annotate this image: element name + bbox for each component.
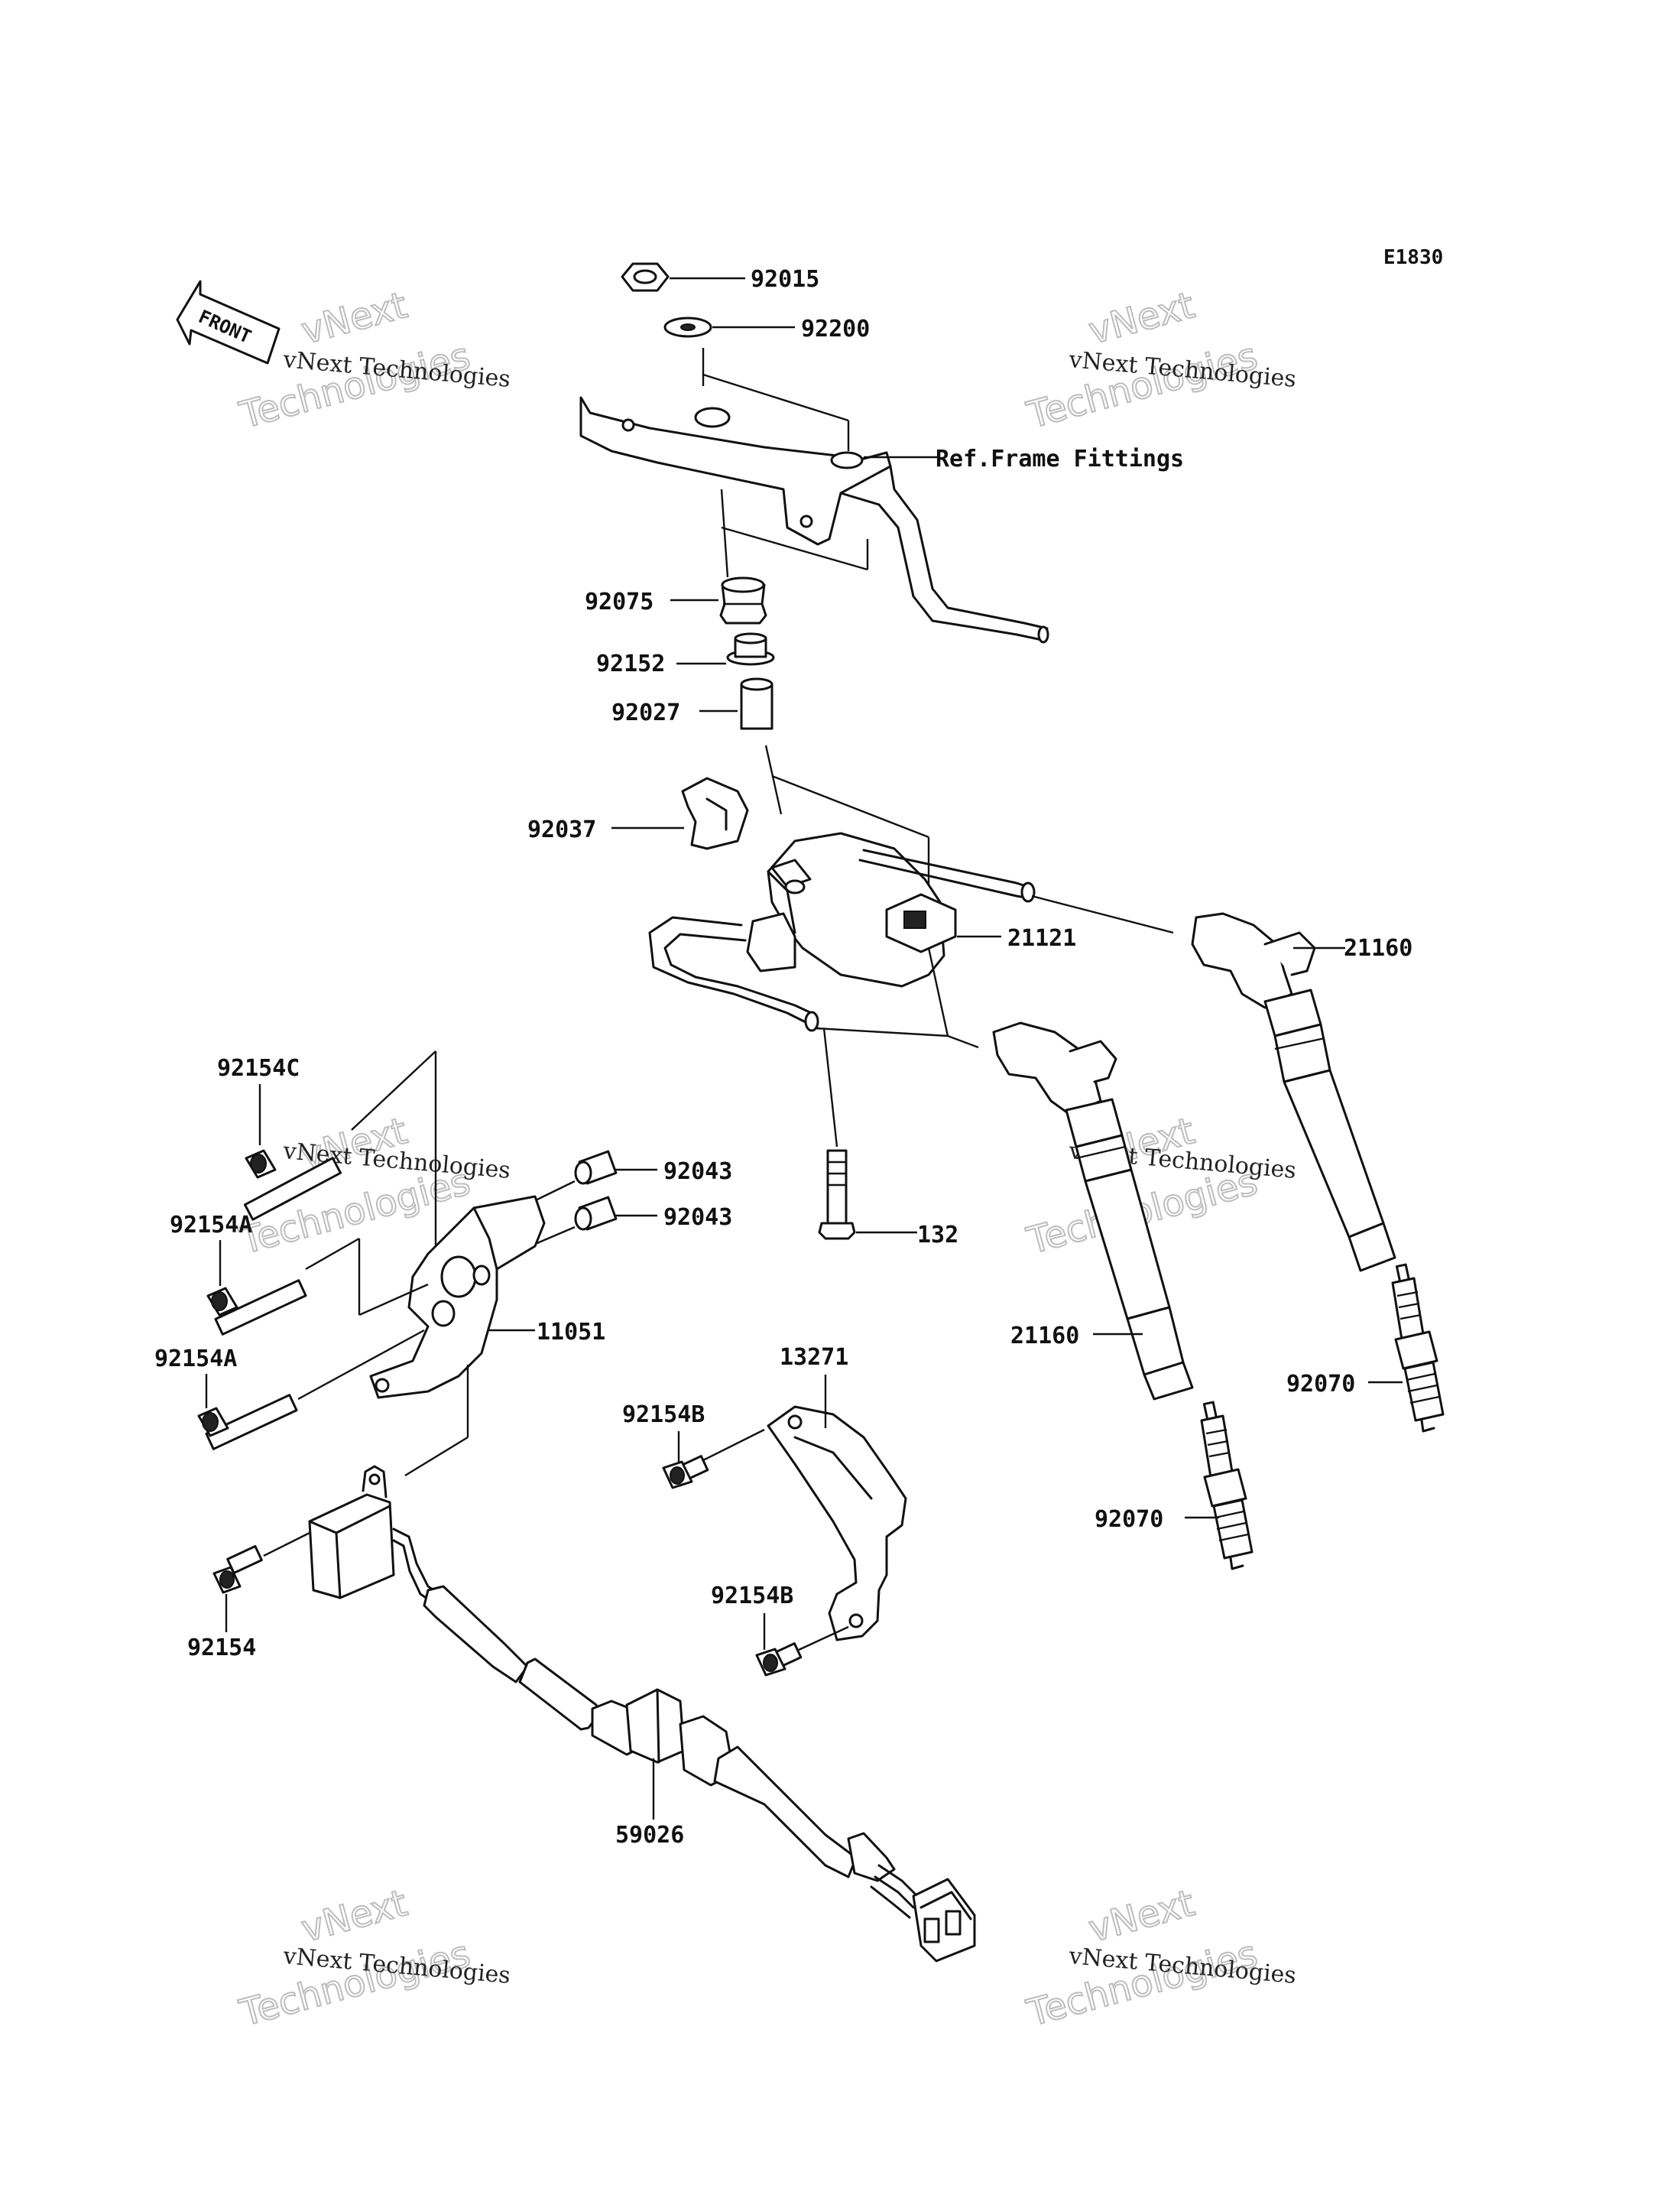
svg-text:vNext: vNext: [297, 1881, 412, 1950]
front-arrow-icon: FRONT: [176, 280, 281, 365]
grommet-92075-icon: [719, 576, 767, 625]
callout-92043-a: 92043: [663, 1158, 732, 1185]
callout-21160-left: 21160: [1010, 1323, 1079, 1349]
ignition-coil-21121-icon: [648, 832, 1036, 1032]
bolt-92154A-b-icon: [197, 1394, 298, 1450]
frame-bracket-icon: [579, 396, 1049, 644]
spark-plug-cap-21160-right-icon: [1191, 912, 1396, 1272]
bolt-92154B-a-icon: [662, 1455, 709, 1489]
spark-plug-92070-left-icon: [1200, 1401, 1254, 1570]
spark-plug-cap-21160-left-icon: [992, 1021, 1194, 1401]
callout-92027: 92027: [611, 700, 680, 726]
diagram-code: E1830: [1383, 246, 1443, 269]
callout-92070-right: 92070: [1286, 1371, 1355, 1398]
washer-92200-icon: [663, 317, 712, 338]
cover-13271-icon: [767, 1405, 907, 1641]
callout-92154C: 92154C: [217, 1055, 300, 1082]
nut-92015-icon: [621, 262, 670, 292]
watermark-top-left: vNext Technologies vNext Technologies: [235, 283, 512, 438]
callout-92152: 92152: [596, 651, 665, 677]
bolt-92154B-b-icon: [755, 1642, 803, 1677]
callout-92070-left: 92070: [1095, 1506, 1163, 1533]
callout-11051: 11051: [537, 1319, 605, 1346]
bolt-132-icon: [818, 1149, 856, 1240]
callout-92200: 92200: [801, 316, 870, 343]
callout-92037: 92037: [527, 817, 596, 843]
collar-92043-b-icon: [574, 1196, 618, 1231]
callout-92154B-a: 92154B: [622, 1401, 705, 1428]
collar-92152-icon: [726, 632, 775, 666]
svg-text:vNext: vNext: [1085, 284, 1199, 352]
callout-21121: 21121: [1007, 925, 1076, 952]
callout-92154A-b: 92154A: [154, 1346, 237, 1372]
pickup-coil-59026-icon: [308, 1465, 976, 1963]
callout-92075: 92075: [585, 589, 654, 615]
callout-21160-right: 21160: [1344, 935, 1412, 962]
svg-text:Technologies: Technologies: [235, 1933, 475, 2035]
bolt-92154-icon: [212, 1544, 263, 1594]
watermark-middle-right: vNext Technologies vNext Technologies: [1022, 1109, 1298, 1264]
svg-text:Technologies: Technologies: [1023, 1933, 1262, 2035]
callout-92154A-a: 92154A: [170, 1212, 252, 1239]
bolt-92154A-a-icon: [206, 1279, 307, 1336]
callout-92154B-b: 92154B: [711, 1583, 793, 1609]
callout-13271: 13271: [780, 1344, 848, 1371]
callout-92015: 92015: [751, 266, 819, 293]
svg-text:vNext: vNext: [297, 284, 412, 352]
watermark-bottom-left: vNext Technologies vNext Technologies: [235, 1881, 512, 2036]
callout-92154: 92154: [187, 1635, 256, 1661]
callout-132: 132: [917, 1222, 958, 1248]
pickup-bracket-11051-icon: [369, 1195, 546, 1399]
bolt-92154C-icon: [243, 1149, 342, 1221]
collar-92027-icon: [740, 677, 774, 730]
watermark-top-right: vNext Technologies vNext Technologies: [1022, 283, 1298, 438]
collar-92043-a-icon: [574, 1150, 618, 1185]
callout-59026: 59026: [615, 1822, 684, 1849]
spark-plug-92070-right-icon: [1391, 1263, 1445, 1433]
watermark-bottom-right: vNext Technologies vNext Technologies: [1022, 1881, 1298, 2036]
callout-92043-b: 92043: [663, 1204, 732, 1231]
svg-text:vNext: vNext: [1085, 1881, 1199, 1950]
callout-ref-frame-fittings: Ref.Frame Fittings: [936, 446, 1184, 472]
clamp-92037-icon: [681, 777, 749, 850]
